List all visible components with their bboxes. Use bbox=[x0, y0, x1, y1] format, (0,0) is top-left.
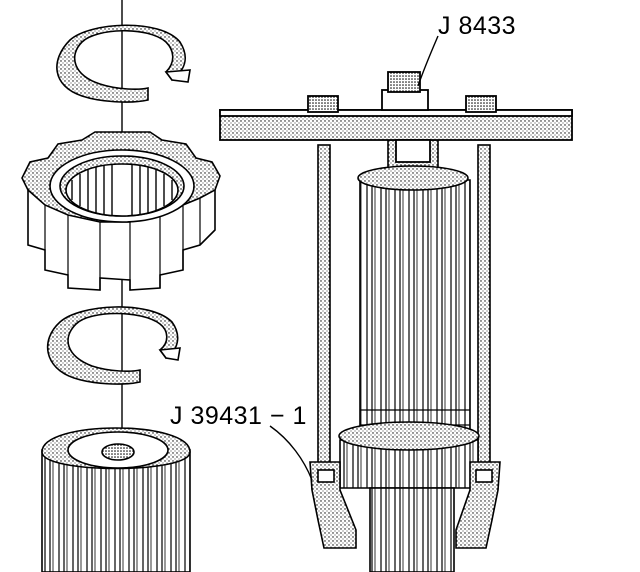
leader-line-j39431 bbox=[269, 425, 313, 481]
splined-shaft-left bbox=[41, 427, 191, 572]
puller-rod-left bbox=[317, 144, 331, 471]
upper-snap-ring bbox=[56, 24, 191, 103]
lower-snap-ring bbox=[46, 306, 181, 385]
puller-jaw-right bbox=[455, 461, 501, 549]
callout-j39431-1: J 39431 − 1 bbox=[170, 402, 307, 430]
spur-gear bbox=[21, 131, 221, 291]
puller-crossbar bbox=[219, 71, 573, 163]
shaft-gear bbox=[338, 421, 480, 572]
callout-j8433: J 8433 bbox=[438, 12, 517, 40]
output-shaft bbox=[357, 139, 471, 441]
puller-rod-right bbox=[477, 144, 491, 471]
leader-line-j8433 bbox=[417, 35, 439, 87]
puller-jaw-left bbox=[309, 461, 357, 549]
